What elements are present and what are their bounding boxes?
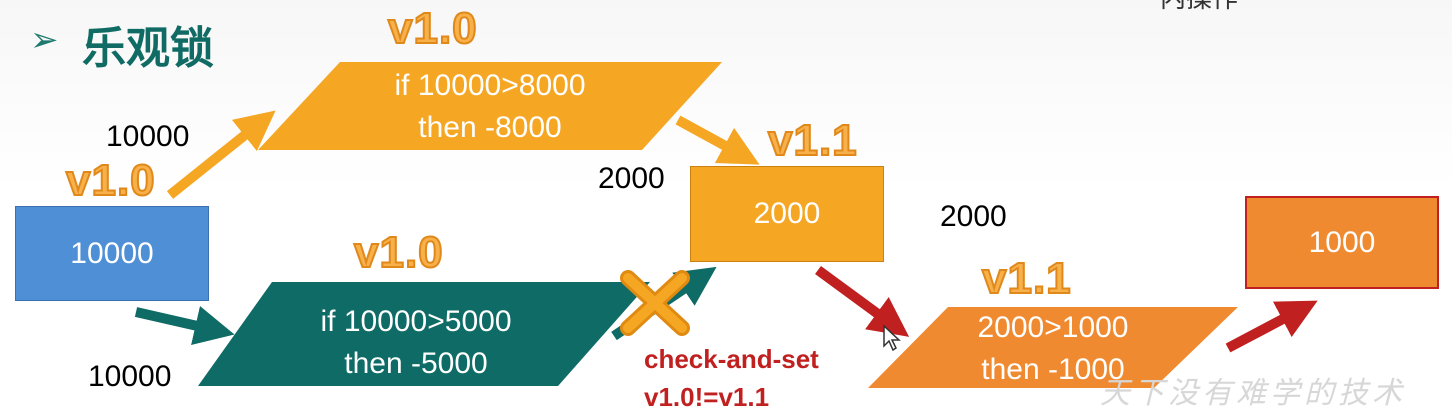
lower-transaction-line1: if 10000>5000 [320, 305, 512, 338]
arrow-upper-to-mid [675, 115, 760, 165]
arrow-mid-to-right [815, 265, 910, 337]
version-right-tx: v1.1 [981, 253, 1072, 304]
right-transaction-text: 2000>1000 then -1000 [908, 307, 1198, 391]
start-balance-label: 10000 [70, 236, 154, 270]
arrow-start-to-lower [134, 306, 235, 346]
check-and-set-note: check-and-set v1.0!=v1.1 [644, 340, 819, 416]
right-transaction-line1: 2000>1000 [977, 311, 1129, 344]
lower-transaction-line2: then -5000 [344, 347, 488, 380]
upper-transaction-line2: then -8000 [418, 111, 562, 144]
upper-read-value: 10000 [106, 120, 190, 153]
page-title: 乐观锁 [82, 23, 214, 74]
version-mid-box: v1.1 [767, 115, 858, 166]
upper-transaction-text: if 10000>8000 then -8000 [300, 64, 680, 150]
check-and-set-line1: check-and-set [644, 344, 819, 374]
mid-write-value: 2000 [598, 162, 665, 195]
mid-balance-label: 2000 [753, 197, 821, 230]
right-transaction-shape [868, 307, 1238, 388]
lower-read-value: 10000 [88, 360, 172, 393]
arrow-start-to-upper [166, 110, 276, 199]
top-right-text: 内操作 [1160, 0, 1238, 15]
lower-transaction-text: if 10000>5000 then -5000 [226, 300, 606, 386]
right-read-value: 2000 [940, 200, 1007, 233]
right-transaction-line2: then -1000 [981, 353, 1125, 386]
version-start-box: v1.0 [65, 155, 156, 206]
end-balance-label: 1000 [1308, 225, 1376, 259]
upper-transaction-line1: if 10000>8000 [394, 69, 586, 102]
lower-transaction-shape [198, 282, 650, 386]
arrow-right-to-end [1225, 300, 1318, 353]
upper-transaction-shape [258, 62, 722, 150]
version-upper-tx: v1.0 [387, 3, 478, 54]
mouse-cursor-icon [883, 324, 901, 352]
end-balance-box: 1000 [1245, 196, 1439, 289]
version-lower-tx: v1.0 [353, 227, 444, 278]
start-balance-box: 10000 [15, 206, 209, 301]
fail-x-icon [620, 270, 690, 336]
title-bullet-icon: ➢ [30, 21, 59, 59]
check-and-set-line2: v1.0!=v1.1 [644, 382, 770, 412]
watermark-text: 天下没有难学的技术 [1100, 376, 1406, 411]
mid-balance-box: 2000 [690, 166, 884, 262]
